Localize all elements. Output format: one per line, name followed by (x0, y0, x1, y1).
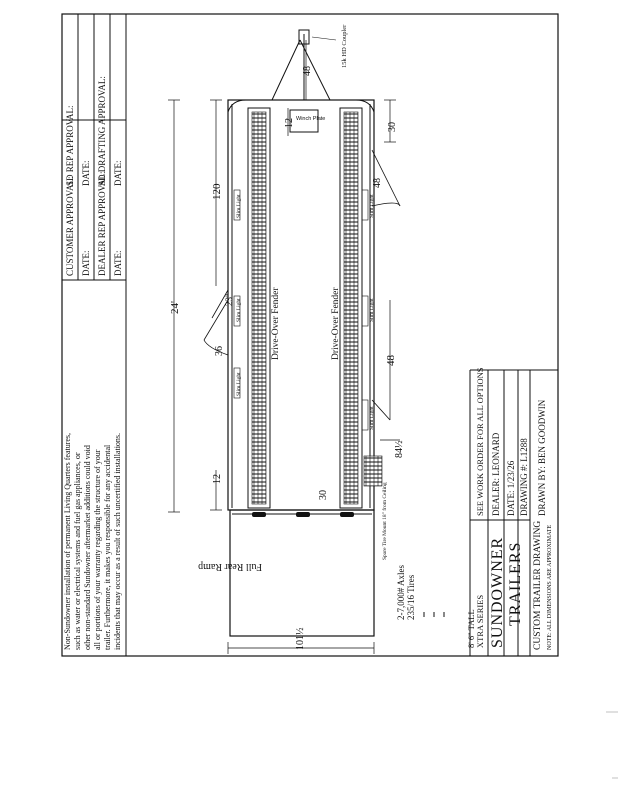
brand-name: SUNDOWNER (489, 537, 506, 648)
disclaimer-line: incidents that may occur as a result of … (113, 433, 122, 650)
svg-text:Drive-Over Fender: Drive-Over Fender (331, 287, 341, 360)
fender-bottom (339, 107, 363, 509)
brand-name-line2: TRAILERS (507, 542, 524, 626)
dealer-rep-approval-label: DEALER REP APPROVAL: (97, 171, 107, 276)
svg-text:235/16 Tires: 235/16 Tires (406, 574, 416, 620)
date-label: DATE: (81, 161, 91, 187)
drawing-subtitle: CUSTOM TRAILER DRAWING (533, 521, 543, 650)
dimension-lines (168, 40, 400, 654)
date-field: DATE: 1/23/26 (506, 460, 516, 516)
svg-text:15k HD Coupler: 15k HD Coupler (341, 24, 348, 68)
approval-grid: CUSTOMER APPROVAL: DATE: DEALER REP APPR… (62, 14, 127, 656)
dim-24ft: 24' (169, 301, 181, 314)
slim-light-label: Slim Light (369, 406, 375, 430)
date-label: DATE: (113, 161, 123, 187)
drawing-number-field: DRAWING #: L1288 (519, 438, 529, 516)
approx-note: NOTE: ALL DIMENSIONS ARE APPROXIMATE (547, 525, 553, 650)
side-door-swing (203, 149, 401, 421)
dim-12-rear: 12 (212, 474, 223, 484)
slim-light-label: Slim Light (236, 372, 242, 396)
slim-light-label: Slim Light (236, 298, 242, 322)
dim-front-30: 30 (387, 122, 398, 132)
date-label: DATE: (113, 251, 123, 277)
sd-rep-approval-label: SD REP APPROVAL: (65, 105, 75, 186)
slim-light-label: Slim Light (236, 194, 242, 218)
svg-text:2-7,000# Axles: 2-7,000# Axles (396, 565, 406, 620)
disclaimer-box: Non-Sundowner installation of permanent … (61, 279, 127, 657)
dim-30-rear: 30 (318, 490, 329, 500)
dim-48-side: 48 (372, 178, 383, 188)
customer-approval-label: CUSTOMER APPROVAL: (65, 177, 75, 276)
disclaimer-line: all or portions of your warranty regardi… (93, 449, 102, 650)
disclaimer-line: trailer. Furthermore, it makes you respo… (103, 444, 112, 650)
dealer-field: DEALER: LEONARD (491, 432, 501, 516)
fender-label-bottom: Drive-Over Fender (331, 287, 341, 360)
spare-tire-label: Spare Tire Mount 18" from Ceiling (381, 482, 388, 560)
date-label: DATE: (81, 251, 91, 277)
slim-lights: Slim Light Slim Light Slim Light Slim Li… (233, 189, 375, 431)
dim-23: 23" (224, 293, 234, 306)
rear-ramp-label: Full Rear Ramp (198, 561, 262, 572)
spare-tire-mount: Spare Tire Mount 18" from Ceiling (363, 455, 388, 560)
dimension-labels: 48 12 30 120 24' 23" 36 48 48 12 30 84½ … (169, 66, 405, 650)
svg-text:Drive-Over Fender: Drive-Over Fender (271, 287, 281, 360)
disclaimer-line: Non-Sundowner installation of permanent … (63, 433, 72, 650)
winch-plate: Winch Plate (289, 109, 325, 133)
see-work-order-note: SEE WORK ORDER FOR ALL OPTIONS (475, 367, 485, 516)
title-block: XTRA SERIES 8' 6" TALL SEE WORK ORDER FO… (466, 367, 558, 656)
dim-width: 101½ (295, 627, 306, 650)
rear-ramp: Full Rear Ramp (198, 509, 375, 637)
drawn-by-field: DRAWN BY: BEN GOODWIN (537, 399, 547, 516)
tire-spec: 235/16 Tires (406, 574, 416, 620)
dim-120: 120 (211, 183, 223, 200)
axle-spec: 2-7,000# Axles (396, 565, 406, 620)
dim-coupler-48: 48 (302, 66, 313, 76)
winch-plate-label: Winch Plate (296, 116, 325, 122)
series-label: XTRA SERIES (475, 595, 485, 648)
spec-dashes (423, 612, 445, 617)
scan-marks (606, 711, 618, 779)
fender-label-top: Drive-Over Fender (271, 287, 281, 360)
tongue (271, 29, 331, 101)
dim-84-5: 84½ (394, 440, 405, 458)
sd-drafting-approval-label: SD DRAFTING APPROVAL: (97, 76, 107, 186)
slim-light-label: Slim Light (369, 298, 375, 322)
disclaimer-line: other non-standard Sundowner aftermarket… (83, 445, 92, 650)
disclaimer-line: such as water or electrical systems and … (73, 452, 82, 650)
fender-top (247, 107, 271, 509)
dim-winch-12: 12 (284, 118, 295, 128)
tall-label: 8' 6" TALL (466, 609, 476, 648)
dim-36: 36 (214, 346, 225, 356)
slim-light-label: Slim Light (369, 194, 375, 218)
dim-48-lower: 48 (385, 355, 397, 367)
coupler-label: 15k HD Coupler (341, 24, 348, 68)
